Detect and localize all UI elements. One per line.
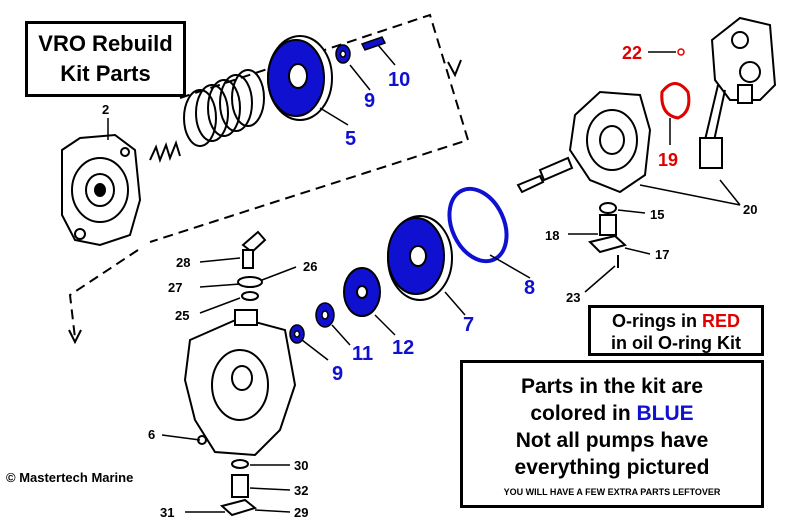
spring-small [149, 139, 181, 164]
callout-5: 5 [345, 128, 356, 150]
fitting-parts-15-18 [588, 202, 628, 268]
callout-20: 20 [743, 202, 757, 217]
washer-part-12 [343, 267, 381, 317]
callout-9-lower: 9 [332, 363, 343, 385]
oring-part-19 [660, 82, 691, 120]
washer-part-11 [315, 302, 335, 328]
callout-6: 6 [148, 427, 155, 442]
kit-note-blue: BLUE [636, 402, 694, 425]
callout-23: 23 [566, 290, 580, 305]
callout-19: 19 [658, 150, 678, 170]
diaphragm-part-5 [267, 35, 333, 121]
pin-part-10 [360, 36, 387, 51]
oring-note-line-2: in oil O-ring Kit [611, 333, 741, 353]
oring-note-pre: O-rings in [611, 311, 702, 331]
kit-note-line-2-pre: colored in [530, 402, 637, 425]
oring-note-red: RED [701, 311, 740, 331]
kit-note-box: Parts in the kit are colored in BLUE Not… [460, 360, 764, 508]
callout-29: 29 [294, 505, 308, 520]
assembly-arrow-top [447, 59, 462, 78]
callout-30: 30 [294, 458, 308, 473]
callout-22: 22 [622, 43, 642, 63]
callout-32: 32 [294, 483, 308, 498]
callout-8: 8 [524, 277, 535, 299]
pump-cover-part-2 [61, 133, 142, 247]
callout-10: 10 [388, 69, 410, 91]
leader-lines [107, 44, 741, 513]
kit-note-line-3: Not all pumps have [515, 429, 709, 452]
kit-note-line-2: colored in BLUE [463, 400, 761, 427]
kit-note-line-1: Parts in the kit are [520, 375, 704, 398]
callout-9-top: 9 [364, 90, 375, 112]
oring-part-22 [677, 48, 685, 56]
impeller-part-7 [387, 215, 453, 301]
callout-12: 12 [392, 337, 414, 359]
callout-17: 17 [655, 247, 669, 262]
callout-2: 2 [102, 102, 109, 117]
callout-11: 11 [352, 343, 373, 365]
callout-27: 27 [168, 280, 182, 295]
callout-18: 18 [545, 228, 559, 243]
callout-26: 26 [303, 259, 317, 274]
spring-large [183, 69, 265, 147]
callout-7: 7 [463, 314, 474, 336]
oring-note-line-1: O-rings in RED [591, 310, 761, 332]
callout-25: 25 [175, 308, 189, 323]
callout-28: 28 [176, 255, 190, 270]
title-line-2: Kit Parts [60, 61, 151, 86]
washer-part-9-top [335, 44, 351, 64]
title-box: VRO Rebuild Kit Parts [25, 21, 186, 97]
oring-note-box: O-rings in RED in oil O-ring Kit [588, 305, 764, 356]
kit-note-line-4: everything pictured [514, 456, 710, 479]
callout-31: 31 [160, 505, 174, 520]
title-line-1: VRO Rebuild [38, 31, 173, 56]
gasket-part-8 [447, 186, 509, 264]
washer-part-9-lower [289, 324, 305, 344]
kit-note-line-5: YOU WILL HAVE A FEW EXTRA PARTS LEFTOVER [503, 487, 721, 497]
assembly-arrow-left [68, 329, 82, 345]
pump-body-upper [516, 90, 652, 194]
pump-housing-lower [183, 309, 297, 457]
copyright-text: © Mastertech Marine [6, 470, 134, 485]
fitting-parts-25-28 [237, 230, 267, 301]
pump-motor-part-20 [699, 16, 777, 169]
fitting-parts-29-32 [219, 459, 258, 517]
callout-15: 15 [650, 207, 664, 222]
